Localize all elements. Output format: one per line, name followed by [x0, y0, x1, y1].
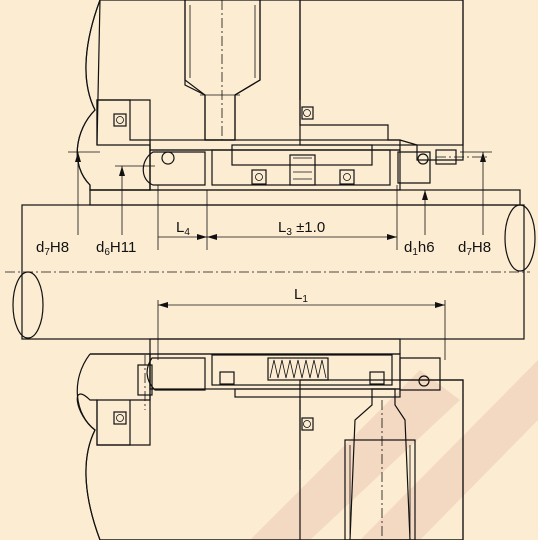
label-L4: L4	[176, 219, 190, 238]
bottom-seal-chamber	[149, 353, 401, 390]
label-d1: d1h6	[404, 239, 435, 258]
bottom-spring	[267, 357, 329, 381]
dimensions	[68, 151, 492, 360]
top-seal-assembly	[142, 144, 490, 186]
shaft-end-upper	[504, 204, 536, 272]
top-spring-cell	[289, 154, 316, 186]
top-left-screw-square	[113, 113, 127, 127]
shaft	[5, 189, 536, 355]
bottom-right-seat-pink	[399, 357, 441, 391]
watermark-stripe-1	[360, 360, 538, 540]
bottom-left-seat-pink	[146, 357, 206, 391]
label-d7-left: d7H8	[36, 239, 69, 258]
top-right-seat-pink	[397, 151, 431, 184]
top-gland	[76, 0, 151, 191]
label-L3: L3 ±1.0	[278, 219, 325, 238]
top-sleeve	[184, 0, 261, 141]
top-right-wall	[299, 0, 464, 146]
bottom-mid-screw-square	[301, 417, 314, 431]
bottom-seal-body-green	[211, 354, 393, 386]
top-left-seat-pink	[142, 151, 206, 186]
label-d6: d6H11	[96, 239, 136, 258]
bottom-seal-assembly	[137, 354, 441, 410]
shaft-sleeve-bottom	[149, 338, 401, 355]
top-mid-screw-square	[301, 106, 314, 120]
bottom-housing	[76, 353, 464, 540]
top-seal-chamber	[149, 149, 401, 191]
watermark	[250, 360, 538, 540]
label-d7-right: d7H8	[458, 239, 491, 258]
shaft-end-lower	[12, 271, 44, 339]
watermark-stripe-2	[250, 370, 460, 540]
labels: d7H8 d6H11 d1h6 d7H8 L4 L3 ±1.0 L1	[36, 219, 491, 305]
top-housing	[76, 0, 464, 191]
shaft-sleeve-top	[89, 189, 521, 206]
bottom-sleeve	[349, 388, 411, 540]
top-housing-body	[76, 0, 464, 191]
bottom-left-screw-square	[113, 411, 127, 425]
label-L1: L1	[294, 286, 308, 305]
